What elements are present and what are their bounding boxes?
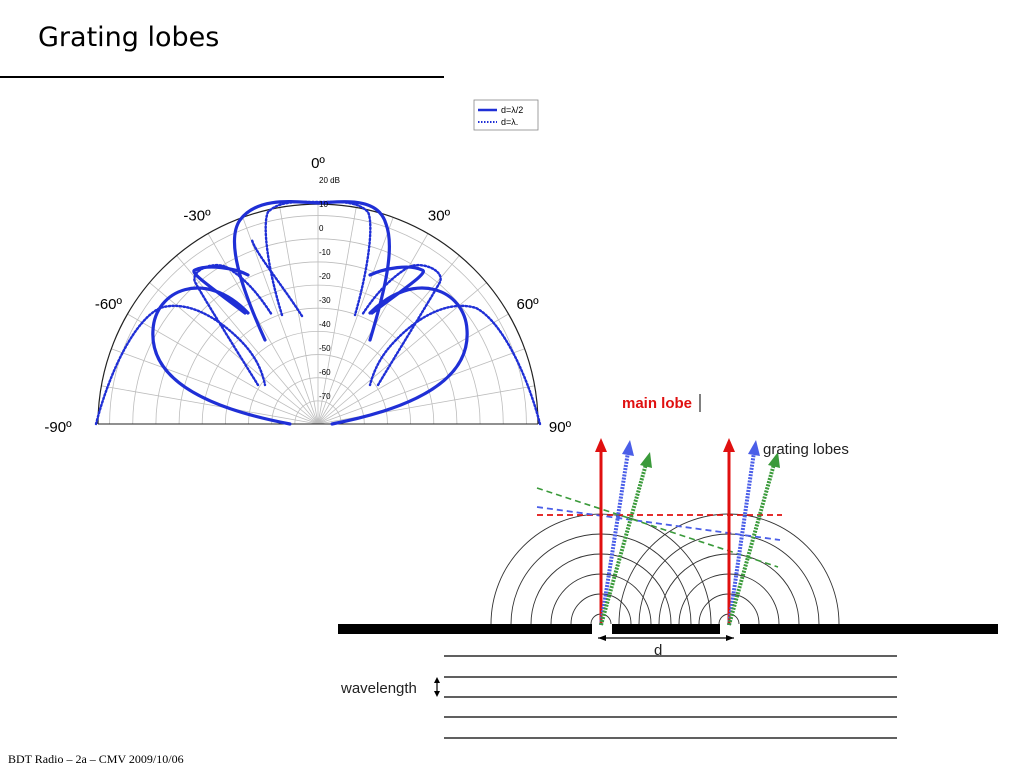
polar-grid-spoke xyxy=(207,233,319,425)
grating-lobes-label: grating lobes xyxy=(763,441,849,458)
polar-grid xyxy=(101,204,535,425)
polar-db-label: -30 xyxy=(319,296,331,305)
wavelength-label: wavelength xyxy=(340,680,417,697)
polar-labels: -90º -60º -30º 0º 30º 60º 90º 20 dB 10 0 -10 -20 -30… xyxy=(44,155,571,436)
legend-label-half: d=λ/2 xyxy=(501,105,523,115)
polar-db-label: -20 xyxy=(319,272,331,281)
polar-db-label: 10 xyxy=(319,200,328,209)
polar-grid-spoke xyxy=(279,207,319,425)
footer-text: BDT Radio – 2a – CMV 2009/10/06 xyxy=(8,752,184,766)
ground-plate-middle xyxy=(612,624,720,634)
title-underline xyxy=(0,76,444,78)
polar-grid-spoke xyxy=(127,313,319,425)
polar-grid-spoke xyxy=(176,255,319,425)
polar-grid-spoke xyxy=(317,207,357,425)
pattern-full-wavelength xyxy=(94,200,542,426)
spacing-label: d xyxy=(654,642,662,659)
polar-db-label: 0 xyxy=(319,224,324,233)
blue-lobe-wavefront xyxy=(536,506,781,541)
ground-plate-right xyxy=(740,624,998,634)
polar-angle-label: 60º xyxy=(516,296,539,313)
ground-plate-left xyxy=(338,624,592,634)
polar-db-label: 20 dB xyxy=(319,176,340,185)
polar-legend: d=λ/2 d=λ. xyxy=(473,99,539,131)
green-lobe-wavefront xyxy=(536,487,779,568)
main-lobe-label: main lobe xyxy=(622,395,692,412)
polar-db-label: -60 xyxy=(319,368,331,377)
arrows xyxy=(595,438,780,626)
polar-grid-spoke xyxy=(317,217,394,425)
slide-title: Grating lobes xyxy=(38,22,220,53)
polar-angle-label: -90º xyxy=(44,419,72,436)
polar-angle-label: 30º xyxy=(428,207,451,224)
polar-db-label: -70 xyxy=(319,392,331,401)
legend-label-full: d=λ. xyxy=(501,117,518,127)
wavelength-arrow xyxy=(434,677,440,697)
array-diagram: main lobe grating lobes d wavelength xyxy=(338,394,998,739)
spacing-dimension xyxy=(598,635,734,641)
polar-grid-spoke xyxy=(242,217,319,425)
polar-db-label: -40 xyxy=(319,320,331,329)
polar-grid-spoke xyxy=(101,385,319,425)
polar-db-label: -50 xyxy=(319,344,331,353)
polar-db-label: -10 xyxy=(319,248,331,257)
polar-angle-label: 90º xyxy=(549,419,572,436)
polar-grid-spoke xyxy=(317,348,525,425)
polar-angle-label: 0º xyxy=(311,155,325,172)
polar-grid-spoke xyxy=(317,313,509,425)
polar-grid-spoke xyxy=(317,255,460,425)
polar-angle-label: -30º xyxy=(183,207,211,224)
polar-plot: d=λ/2 d=λ. -90º -60º -30º 0º 30º 60º 90º 20 dB 1… xyxy=(44,99,572,436)
polar-angle-label: -60º xyxy=(95,296,123,313)
polar-grid-spoke xyxy=(111,348,319,425)
wavelength-lines xyxy=(444,655,897,739)
